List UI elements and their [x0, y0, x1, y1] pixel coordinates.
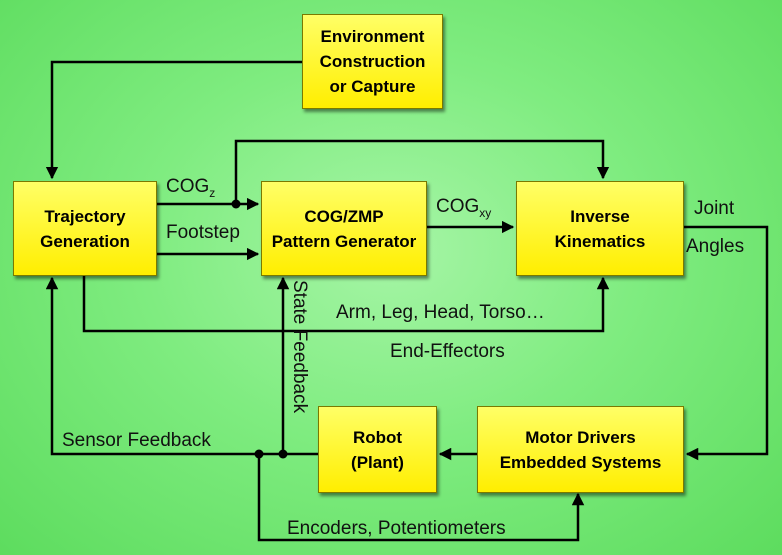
cog-z-main: COG: [166, 176, 210, 197]
angles-label: Angles: [686, 236, 745, 257]
motor-drivers-box: Motor Drivers Embedded Systems: [477, 406, 684, 493]
cog-z-subscript: z: [209, 186, 216, 200]
junction-dot-state: [278, 449, 288, 459]
arm-leg-label: Arm, Leg, Head, Torso…: [336, 302, 545, 323]
robot-box: Robot (Plant): [318, 406, 437, 493]
joint-label: Joint: [694, 198, 735, 219]
inverse-kinematics-box: Inverse Kinematics: [516, 181, 684, 276]
junction-dot-cogz: [231, 199, 241, 209]
encoders-label: Encoders, Potentiometers: [287, 518, 506, 539]
end-effectors-label: End-Effectors: [390, 341, 505, 362]
arrow-environment-to-trajectory: [45, 60, 302, 180]
trajectory-box: Trajectory Generation: [13, 181, 157, 276]
cog-xy-subscript: xy: [479, 206, 492, 220]
pattern-generator-box: COG/ZMP Pattern Generator: [261, 181, 427, 276]
cog-xy-main: COG: [436, 196, 480, 217]
arrow-sensor-feedback: [45, 276, 318, 456]
state-feedback-label: State Feedback: [289, 280, 310, 414]
junction-dot-encoders: [254, 449, 264, 459]
cog-z-label: COGz: [166, 176, 216, 200]
cog-xy-label: COGxy: [436, 196, 492, 220]
arrow-joint-angles: [684, 225, 769, 461]
arrow-end-effectors: [82, 276, 610, 333]
arrow-encoders: [257, 454, 585, 542]
arrow-cogz-to-kinematics: [234, 139, 610, 204]
environment-box: Environment Construction or Capture: [302, 14, 443, 109]
footstep-label: Footstep: [166, 222, 240, 243]
sensor-feedback-label: Sensor Feedback: [62, 430, 211, 451]
